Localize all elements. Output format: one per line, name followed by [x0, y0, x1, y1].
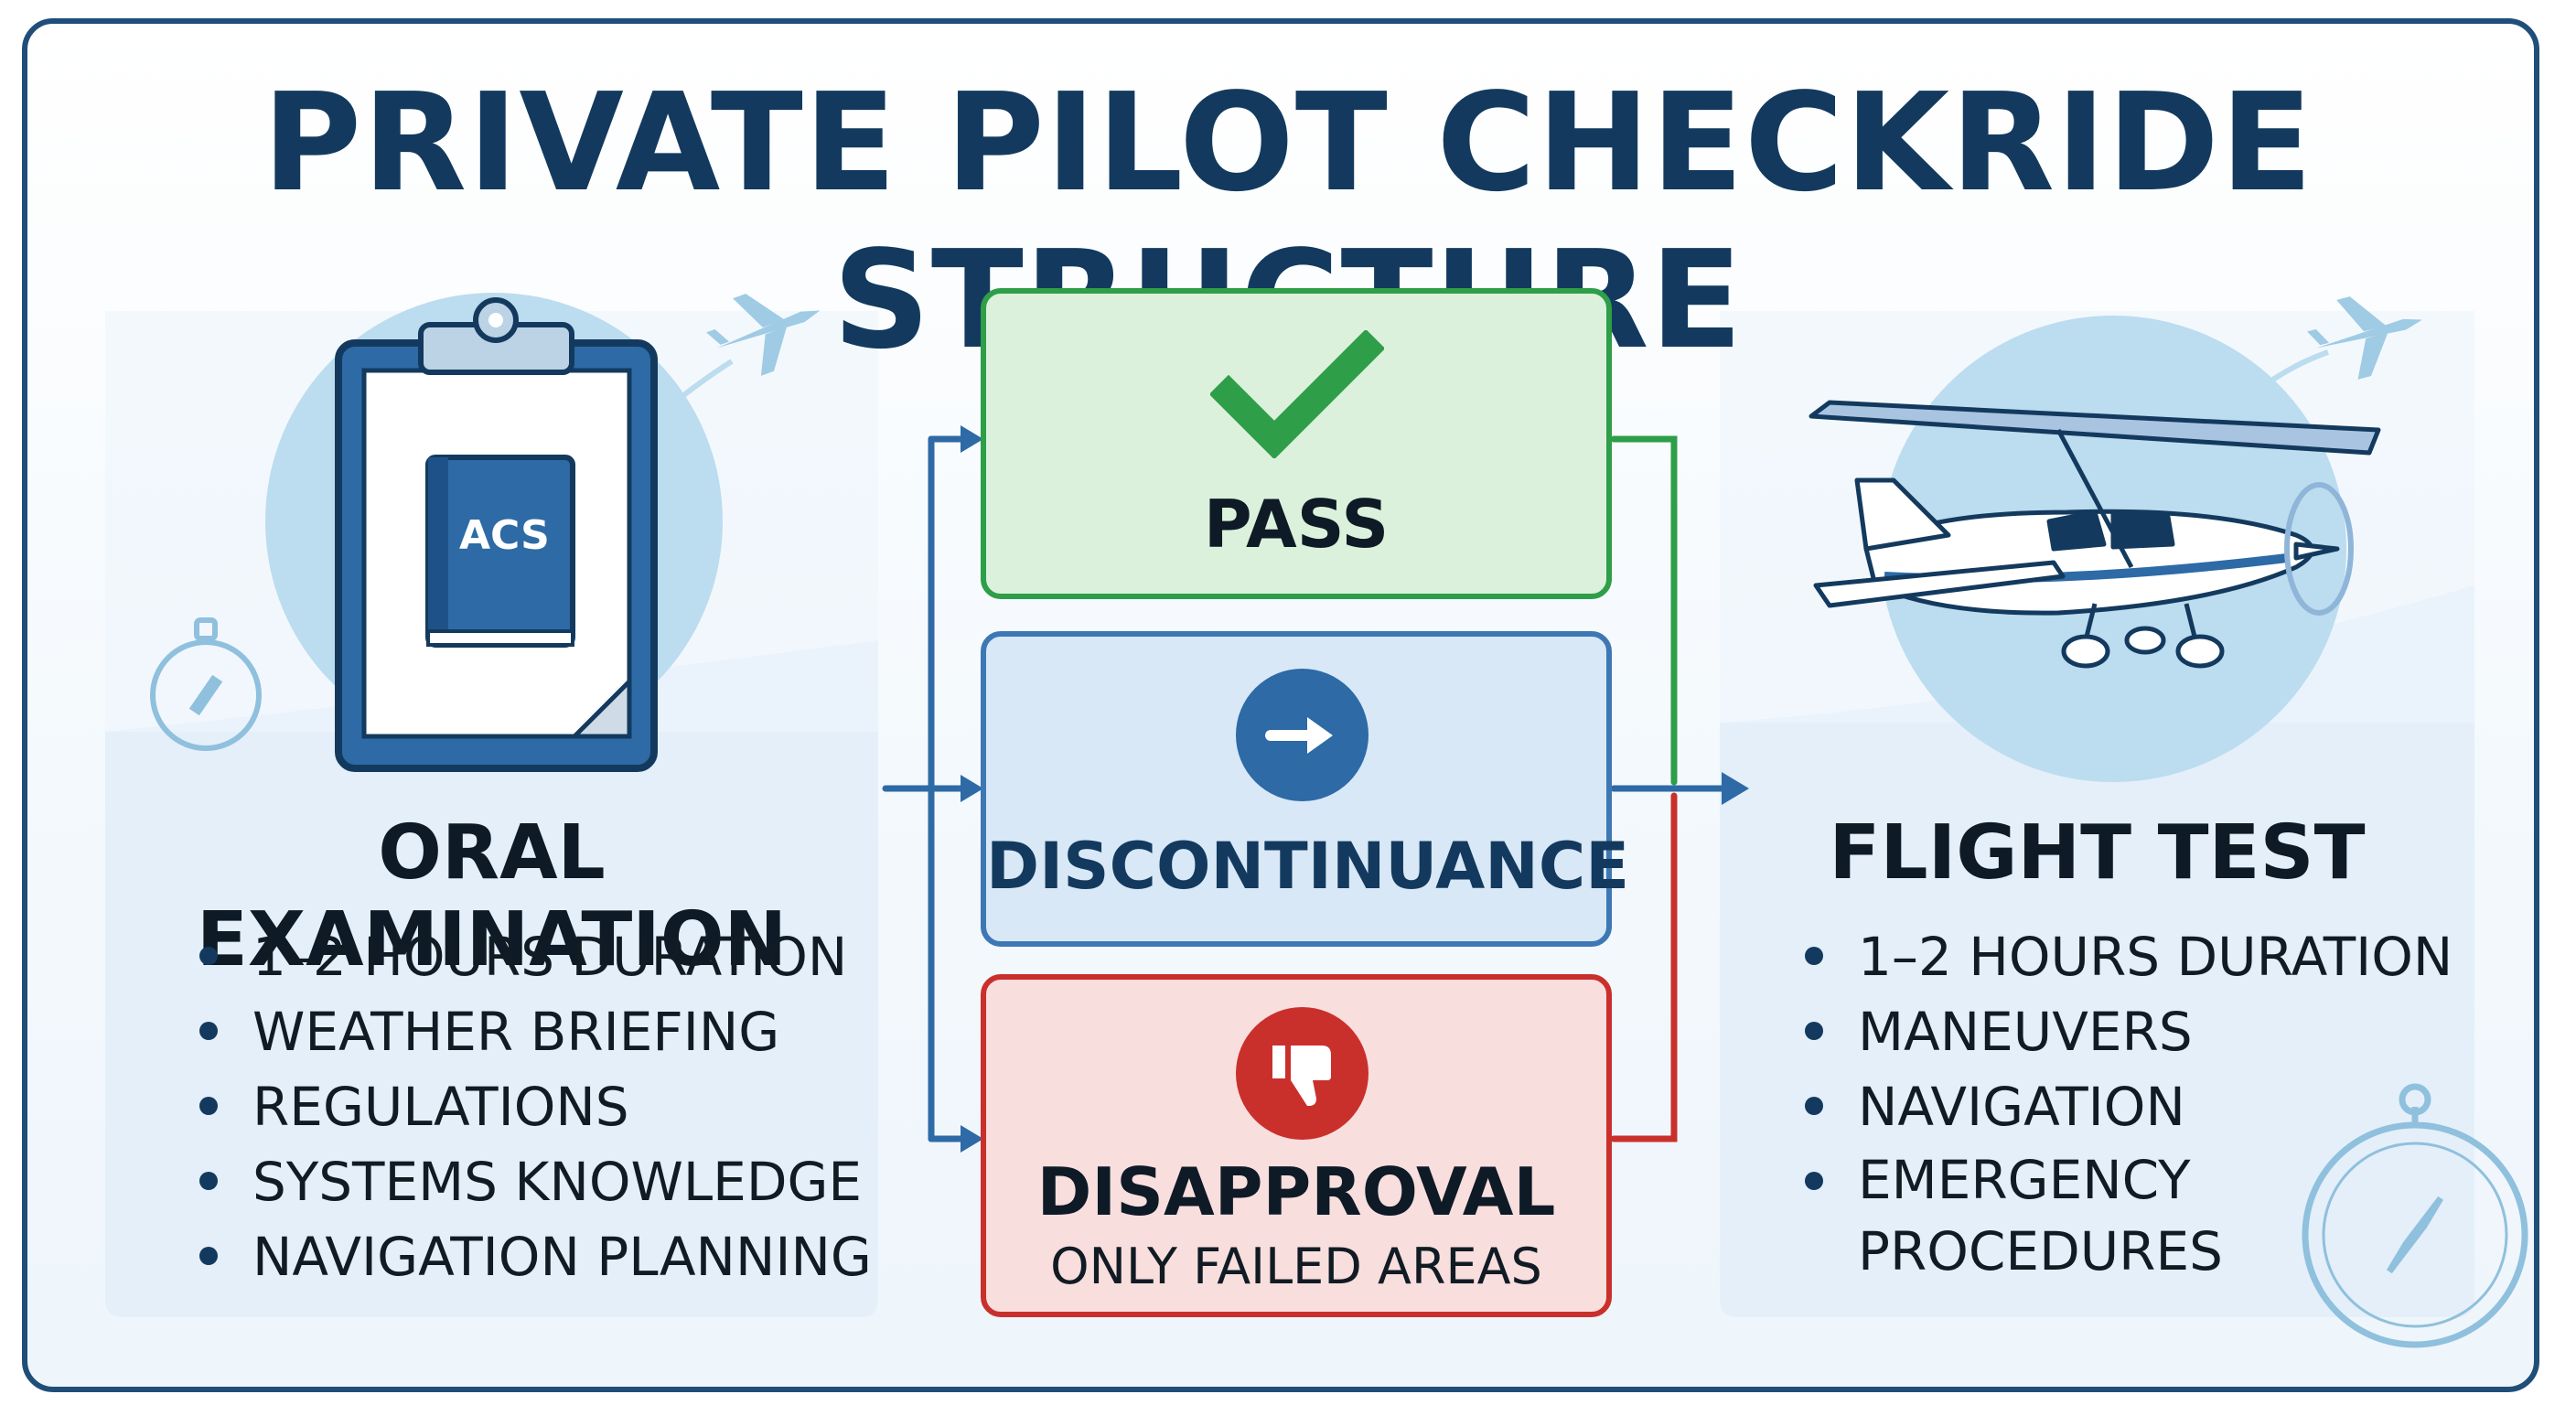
outcome-discontinuance-label: DISCONTINUANCE	[986, 829, 1630, 904]
outcome-disapproval-sub: ONLY FAILED AREAS	[1050, 1238, 1542, 1295]
arrowhead-disapproval	[961, 1125, 983, 1153]
list-item: WEATHER BRIEFING	[192, 994, 872, 1069]
outcome-disapproval-box: DISAPPROVAL ONLY FAILED AREAS	[981, 974, 1612, 1317]
oral-panel-background	[105, 640, 878, 1317]
acs-book-label: ACS	[459, 512, 550, 559]
arrow-right-icon	[1236, 669, 1368, 801]
flight-test-list: 1–2 HOURS DURATION MANEUVERS NAVIGATION …	[1798, 919, 2453, 1287]
outcome-pass-label: PASS	[1203, 486, 1390, 563]
checkmark-icon	[1210, 330, 1384, 458]
flight-panel-background	[1720, 585, 2474, 1317]
oral-exam-title: ORAL EXAMINATION	[196, 810, 788, 983]
list-item: EMERGENCY PROCEDURES	[1798, 1144, 2223, 1287]
outcome-pass-box: PASS	[981, 288, 1612, 599]
small-plane-icon-right	[2307, 296, 2422, 380]
list-item: REGULATIONS	[192, 1069, 872, 1144]
list-item: MANEUVERS	[1798, 994, 2420, 1069]
list-item: 1–2 HOURS DURATION	[1798, 919, 2453, 994]
arrowhead-pass	[961, 425, 983, 453]
list-item: NAVIGATION PLANNING	[192, 1219, 872, 1294]
arrowheads	[961, 425, 1749, 1153]
acs-book-icon	[425, 455, 575, 648]
arrowhead-flight	[1722, 772, 1749, 805]
flight-test-title: FLIGHT TEST	[1829, 810, 2366, 896]
compass-icon-right	[2302, 1083, 2528, 1348]
flow-connectors	[882, 435, 1733, 1142]
oral-exam-list: 1–2 HOURS DURATION WEATHER BRIEFING REGU…	[192, 919, 872, 1294]
airplane-icon	[1809, 400, 2381, 669]
compass-icon-left	[150, 617, 262, 751]
list-item: NAVIGATION	[1798, 1069, 2420, 1144]
list-item: SYSTEMS KNOWLEDGE	[192, 1144, 872, 1219]
flight-trail-right	[2239, 349, 2329, 405]
outcome-discontinuance-box: DISCONTINUANCE	[981, 631, 1630, 947]
outcome-disapproval-label: DISAPPROVAL	[1036, 1153, 1556, 1230]
thumbs-down-icon	[1236, 1007, 1368, 1140]
small-plane-icon-left	[706, 294, 821, 376]
arrowhead-discontinuance	[961, 775, 983, 802]
list-item: 1–2 HOURS DURATION	[192, 919, 872, 994]
